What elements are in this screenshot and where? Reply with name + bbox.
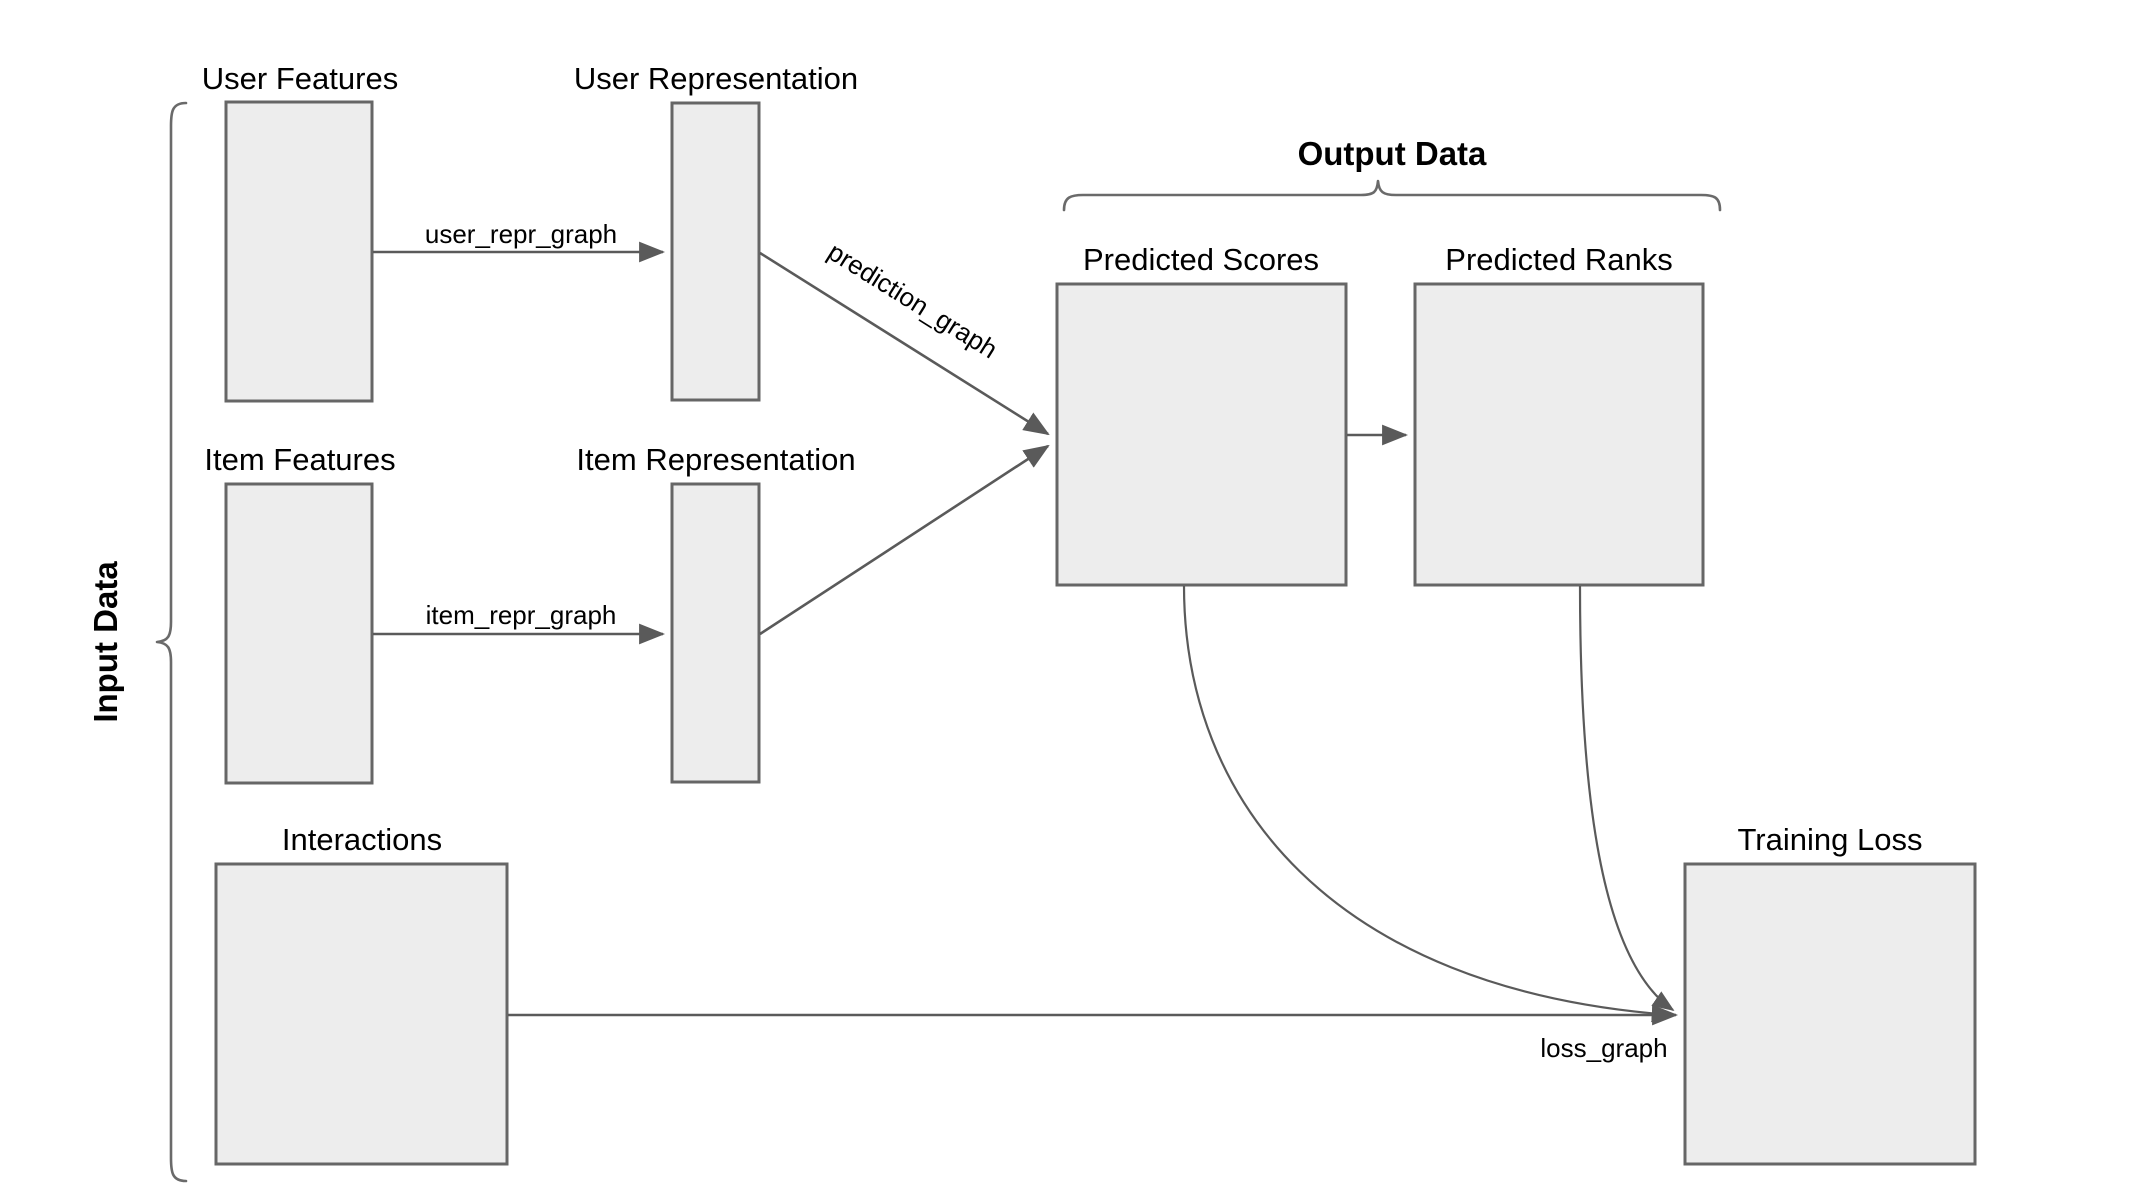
input-data-brace	[155, 101, 188, 1183]
node-label-item-features: Item Features	[204, 442, 395, 477]
node-label-interactions: Interactions	[282, 822, 442, 857]
edge-label-loss-graph: loss_graph	[1540, 1033, 1667, 1063]
edge-scores-to-loss	[1182, 585, 1674, 1023]
output-data-brace	[1062, 179, 1722, 212]
node-label-predicted-ranks: Predicted Ranks	[1445, 242, 1672, 277]
node-label-item-representation: Item Representation	[576, 442, 855, 477]
edge-label-item-repr-graph: item_repr_graph	[426, 600, 617, 630]
edge-label-user-repr-graph: user_repr_graph	[425, 219, 617, 249]
node-box-interactions[interactable]	[214, 862, 509, 1166]
group-label-output-data: Output Data	[1298, 135, 1487, 172]
edge-prediction-graph-item	[759, 444, 1050, 636]
node-box-item-representation[interactable]	[670, 482, 761, 784]
node-label-user-representation: User Representation	[574, 61, 858, 96]
node-box-training-loss[interactable]	[1683, 862, 1977, 1166]
node-label-training-loss: Training Loss	[1738, 822, 1923, 857]
node-label-user-features: User Features	[202, 61, 398, 96]
group-label-input-data: Input Data	[87, 561, 124, 723]
node-label-predicted-scores: Predicted Scores	[1083, 242, 1319, 277]
edge-ranks-to-loss	[1578, 585, 1675, 1011]
node-box-item-features[interactable]	[224, 482, 374, 785]
node-box-predicted-ranks[interactable]	[1413, 282, 1705, 587]
node-box-predicted-scores[interactable]	[1055, 282, 1348, 587]
node-box-user-representation[interactable]	[670, 101, 761, 402]
node-box-user-features[interactable]	[224, 100, 374, 403]
edge-label-prediction-graph: prediction_graph	[823, 236, 1003, 364]
edge-prediction-graph	[759, 251, 1050, 436]
